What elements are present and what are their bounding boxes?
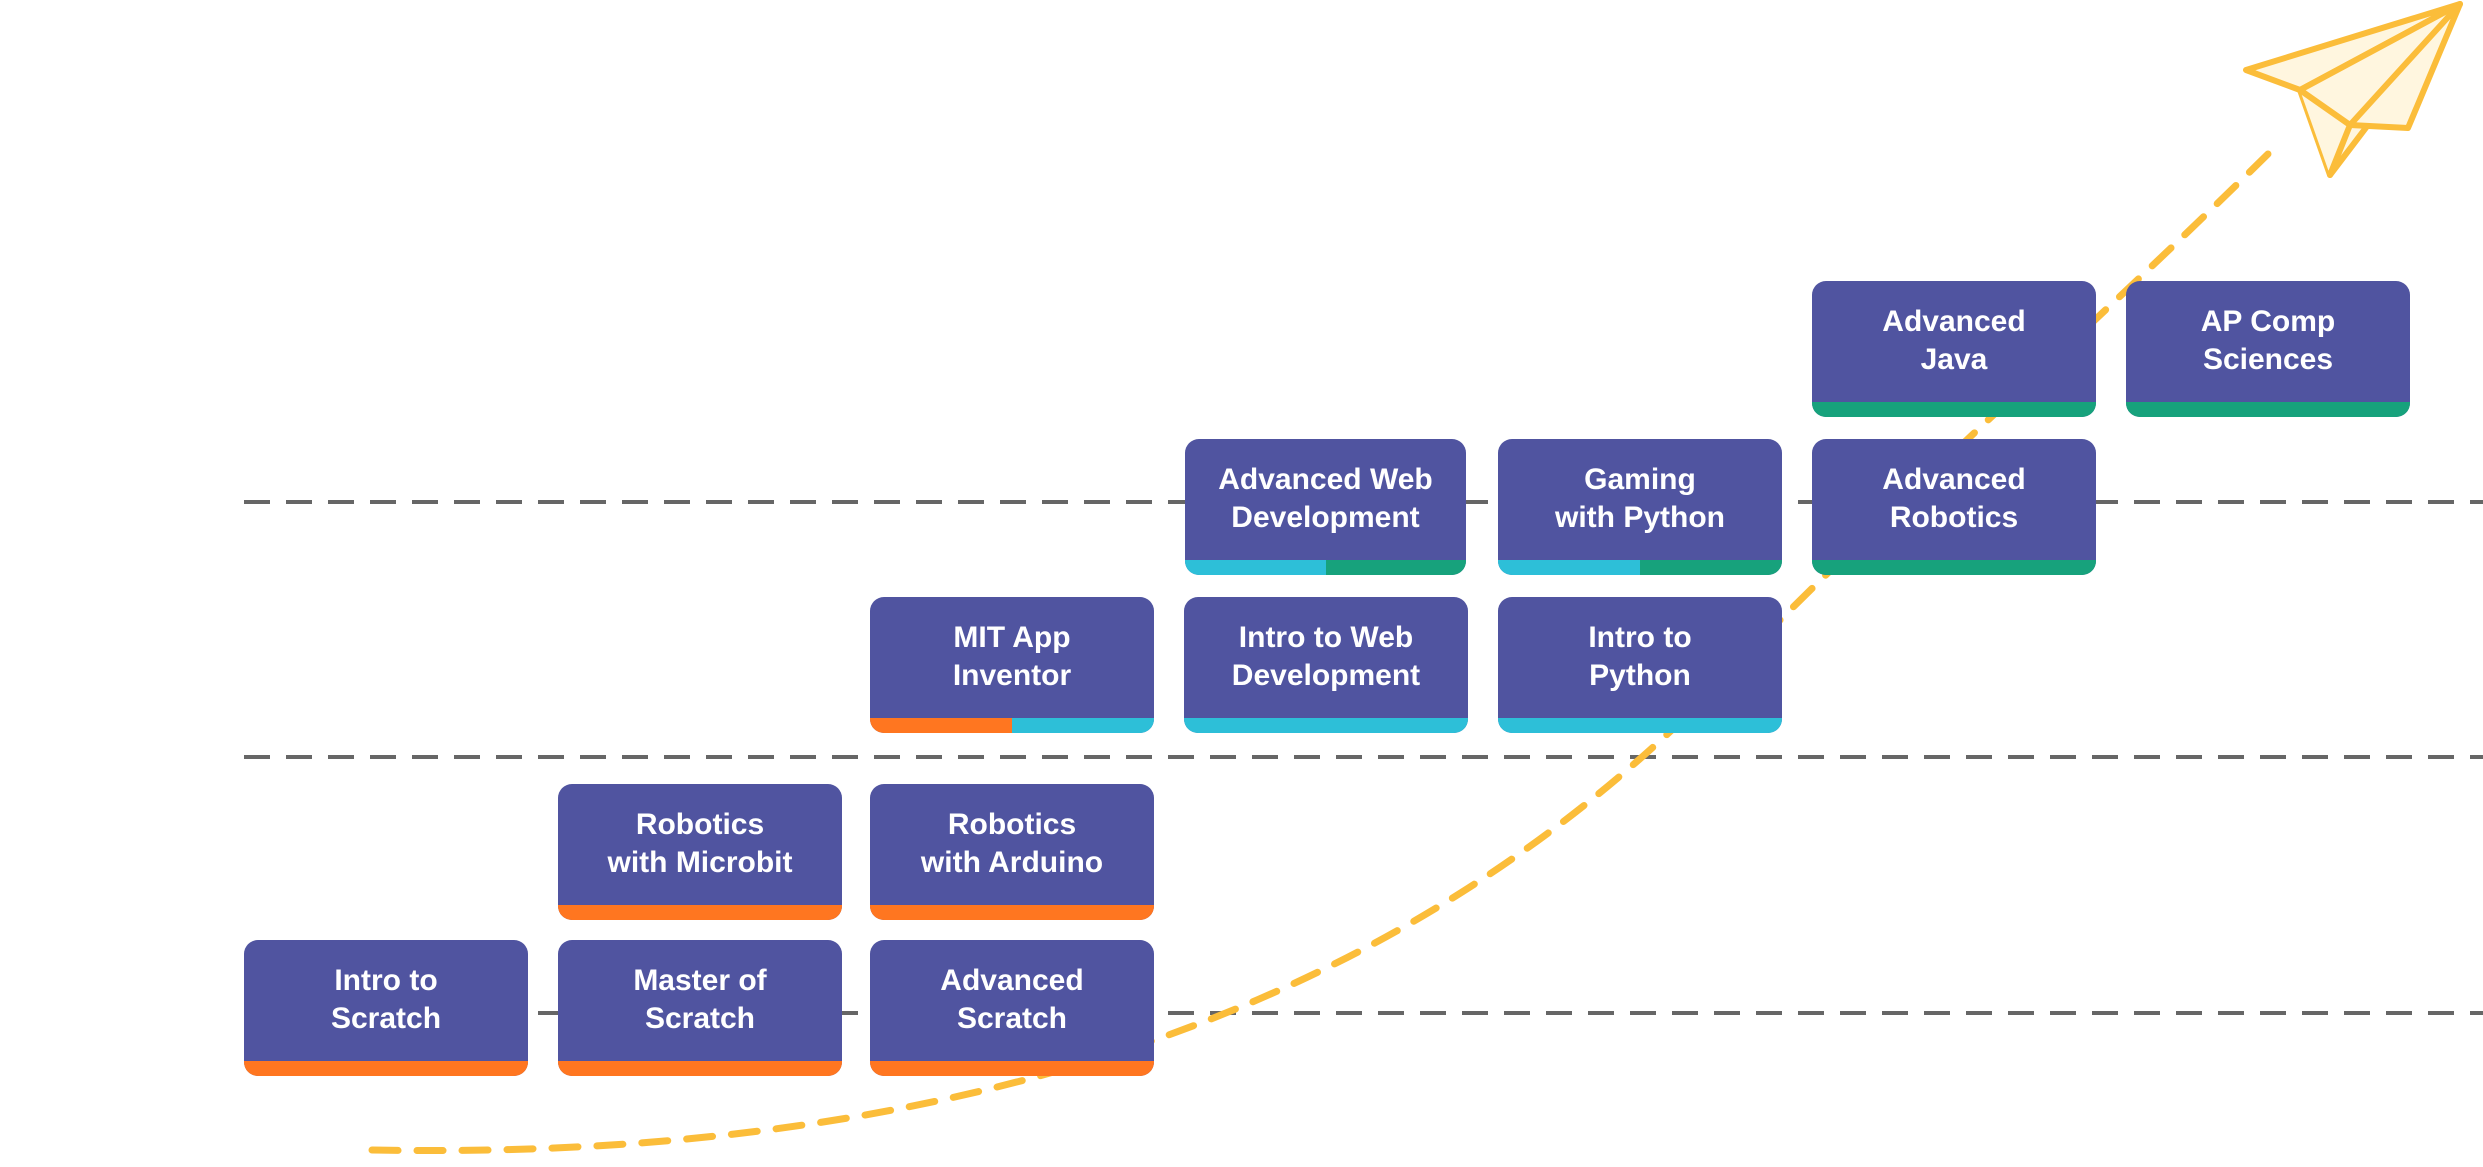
course-title: Advanced Web Development [1218,463,1433,534]
course-level-bar [558,1061,842,1076]
course-title: Advanced Robotics [1882,463,2026,534]
course-level-bar [558,905,842,920]
course-title: Advanced Scratch [940,964,1084,1035]
course-card-robotics-with-arduino: Robotics with Arduino [870,784,1154,920]
course-level-bar [870,905,1154,920]
course-level-bar [870,1061,1154,1076]
course-title: Robotics with Arduino [920,808,1104,879]
course-card-advanced-scratch: Advanced Scratch [870,940,1154,1076]
course-card-advanced-web-development: Advanced Web Development [1185,439,1466,575]
level-bar-segment-orange [558,905,842,920]
course-title: Intro to Scratch [330,964,442,1035]
course-level-bar [1812,402,2096,417]
course-card-mit-app-inventor: MIT App Inventor [870,597,1154,733]
level-bar-segment-cyan [1184,718,1468,733]
course-title: Robotics with Microbit [607,808,793,879]
level-bar-segment-orange [870,905,1154,920]
level-bar-segment-orange [558,1061,842,1076]
course-title: Advanced Java [1882,305,2026,376]
course-level-bar [2126,402,2410,417]
level-bar-segment-green [1640,560,1782,575]
course-level-bar [1185,560,1466,575]
course-card-advanced-java: Advanced Java [1812,281,2096,417]
course-title: AP Comp Sciences [2200,305,2336,376]
course-card-intro-to-python: Intro to Python [1498,597,1782,733]
level-bar-segment-orange [870,718,1012,733]
level-bar-segment-cyan [1498,560,1640,575]
level-bar-segment-cyan [1185,560,1326,575]
level-bar-segment-green [2126,402,2410,417]
level-bar-segment-orange [870,1061,1154,1076]
course-card-advanced-robotics: Advanced Robotics [1812,439,2096,575]
course-card-intro-to-scratch: Intro to Scratch [244,940,528,1076]
course-title: Intro to Python [1588,621,1692,692]
level-bar-segment-cyan [1498,718,1782,733]
course-card-gaming-with-python: Gaming with Python [1498,439,1782,575]
paper-plane-icon [2243,1,2463,178]
course-card-intro-to-web-development: Intro to Web Development [1184,597,1468,733]
level-bar-segment-orange [244,1061,528,1076]
course-level-bar [1498,718,1782,733]
course-title: Gaming with Python [1555,463,1725,534]
level-bar-segment-green [1812,560,2096,575]
course-card-robotics-with-microbit: Robotics with Microbit [558,784,842,920]
level-bar-segment-cyan [1012,718,1154,733]
course-title: MIT App Inventor [952,621,1072,692]
course-level-bar [870,718,1154,733]
course-level-bar [1184,718,1468,733]
level-bar-segment-green [1325,560,1466,575]
course-title: Intro to Web Development [1231,621,1421,692]
course-title: Master of Scratch [633,964,767,1035]
course-level-bar [1498,560,1782,575]
course-card-master-of-scratch: Master of Scratch [558,940,842,1076]
course-card-ap-comp-sciences: AP Comp Sciences [2126,281,2410,417]
course-level-bar [244,1061,528,1076]
course-level-bar [1812,560,2096,575]
level-bar-segment-green [1812,402,2096,417]
